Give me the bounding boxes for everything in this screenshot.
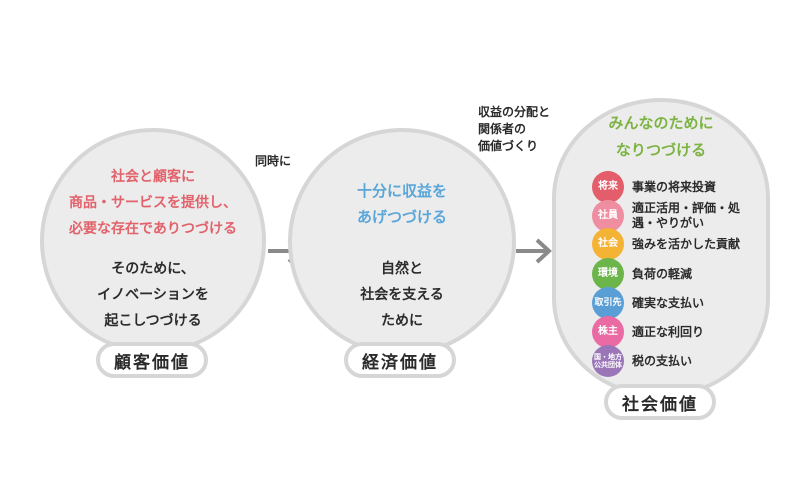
social-item-text: 適正な利回り: [632, 324, 705, 339]
social-value-capsule: [552, 98, 770, 398]
customer-value-body: そのために、 イノベーションを 起こしつづける: [97, 261, 209, 329]
customer-value-headline: 社会と顧客に 商品・サービスを提供し、 必要な存在でありつづける: [69, 169, 237, 237]
environment-badge-icon: 環境: [592, 258, 624, 290]
customer-value-label: 顧客価値: [96, 342, 208, 378]
economic-value-body: 自然と 社会を支える ために: [360, 261, 444, 329]
shareholders-badge-icon: 株主: [592, 316, 624, 348]
social-item-business-partners: 取引先 確実な支払い: [592, 287, 704, 319]
social-value-headline: みんなのために なりつづける: [608, 114, 714, 159]
social-item-shareholders: 株主 適正な利回り: [592, 316, 704, 348]
economic-value-label: 経済価値: [344, 342, 456, 378]
social-item-future: 将来 事業の将来投資: [592, 171, 716, 203]
social-item-text: 確実な支払い: [632, 295, 705, 310]
society-badge-icon: 社会: [592, 228, 624, 260]
customer-value-circle: [40, 128, 266, 354]
social-item-text: 事業の将来投資: [632, 179, 717, 194]
government-badge-icon: 国・地方公共団体: [592, 345, 624, 377]
social-item-text: 適正活用・評価・処遇・やりがい: [632, 201, 741, 230]
right-arrow-icon: [516, 238, 552, 264]
connector-note-simultaneous: 同時に: [255, 154, 292, 168]
social-item-text: 負荷の軽減: [632, 266, 693, 281]
social-value-label: 社会価値: [604, 384, 716, 420]
social-item-environment: 環境 負荷の軽減: [592, 258, 692, 290]
social-item-society: 社会 強みを活かした貢献: [592, 228, 740, 260]
social-item-text: 税の支払い: [632, 353, 693, 368]
social-item-government: 国・地方公共団体 税の支払い: [592, 345, 692, 377]
economic-value-headline: 十分に収益を あげつづける: [356, 182, 447, 226]
connector-note-distribution: 収益の分配と 関係者の 価値づくり: [478, 105, 551, 153]
partners-badge-icon: 取引先: [592, 287, 624, 319]
social-item-text: 強みを活かした貢献: [632, 236, 741, 251]
employees-badge-icon: 社員: [592, 200, 624, 232]
social-item-employees: 社員 適正活用・評価・処遇・やりがい: [592, 200, 762, 232]
future-badge-icon: 将来: [592, 171, 624, 203]
